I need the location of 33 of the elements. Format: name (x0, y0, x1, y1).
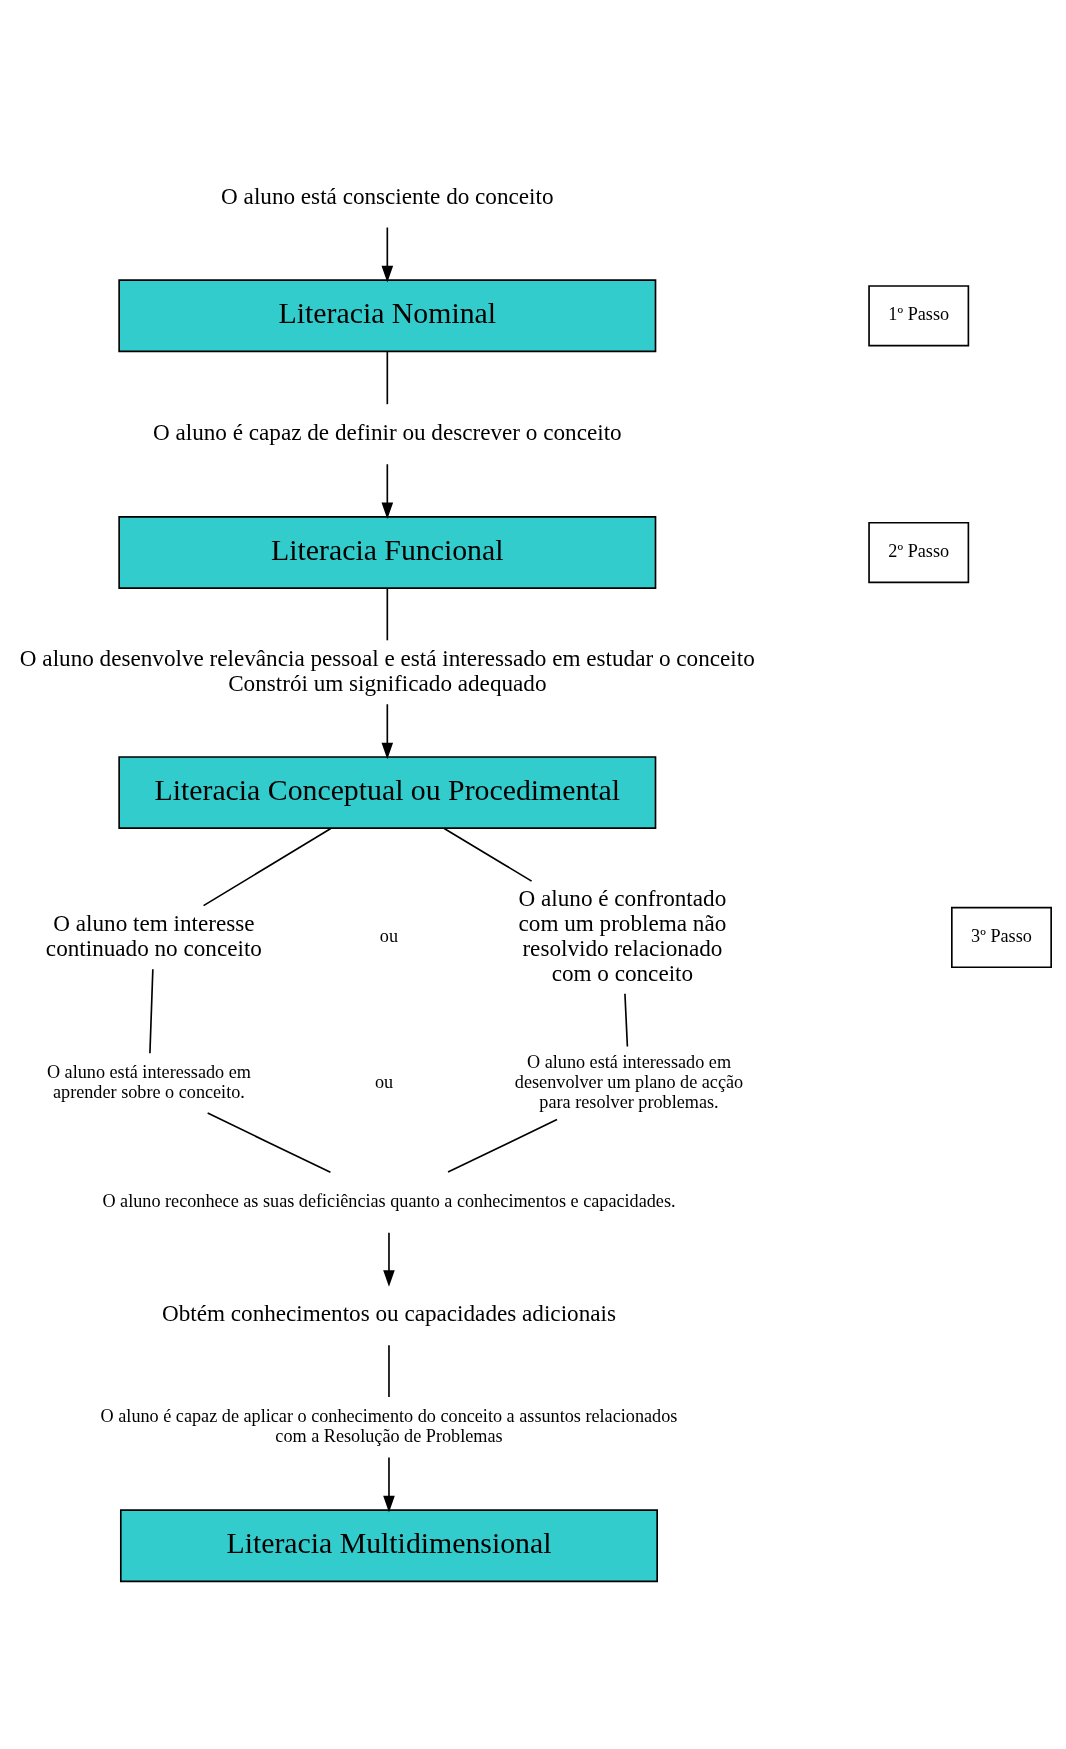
arrow (383, 1231, 395, 1287)
connector (149, 968, 154, 1055)
node-text: O aluno está interessado em aprender sobre o conceito. (46, 1061, 251, 1102)
node-text: O aluno reconhece as suas deficiências quanto a conhecimentos e capacidades. (102, 1190, 676, 1211)
node-box: 1º Passo (868, 285, 970, 347)
connector (447, 1118, 558, 1173)
connector (624, 992, 629, 1048)
arrow (381, 226, 394, 283)
node-text: O aluno desenvolve relevância pessoal e está interessado em estudar o conceito Constrói um significado adequado (19, 645, 755, 697)
node-text: O aluno está interessado em desenvolver um plano de acção para resolver problemas. (514, 1051, 744, 1112)
node-box: 3º Passo (951, 906, 1052, 969)
node-text: O aluno é capaz de definir ou descrever o conceito (152, 419, 622, 446)
arrow (383, 1456, 395, 1513)
node-box: Literacia Nominal (118, 279, 657, 353)
arrow (381, 703, 394, 760)
label: ou (374, 1071, 394, 1092)
connector (386, 351, 389, 405)
node-text: O aluno é capaz de aplicar o conhecimento do conceito a assuntos relacionados com a Resolução de Problemas (100, 1406, 678, 1446)
node-box: Literacia Multidimensional (119, 1509, 658, 1583)
arrow (381, 463, 394, 520)
node-text: O aluno tem interesse continuado no conceito (45, 910, 262, 961)
connector (386, 587, 389, 642)
connector (443, 827, 533, 882)
node-text: O aluno é confrontado com um problema não resolvido relacionado com o conceito (518, 885, 727, 986)
connector (206, 1112, 332, 1174)
node-box: Literacia Funcional (118, 516, 657, 589)
node-box: Literacia Conceptual ou Procedimental (118, 756, 657, 829)
node-text: O aluno está consciente do conceito (221, 182, 554, 209)
label: ou (379, 926, 399, 947)
node-text: Obtém conhecimentos ou capacidades adicionais (161, 1299, 616, 1326)
connector (202, 827, 332, 907)
connector (388, 1344, 390, 1398)
node-box: 2º Passo (868, 521, 970, 584)
